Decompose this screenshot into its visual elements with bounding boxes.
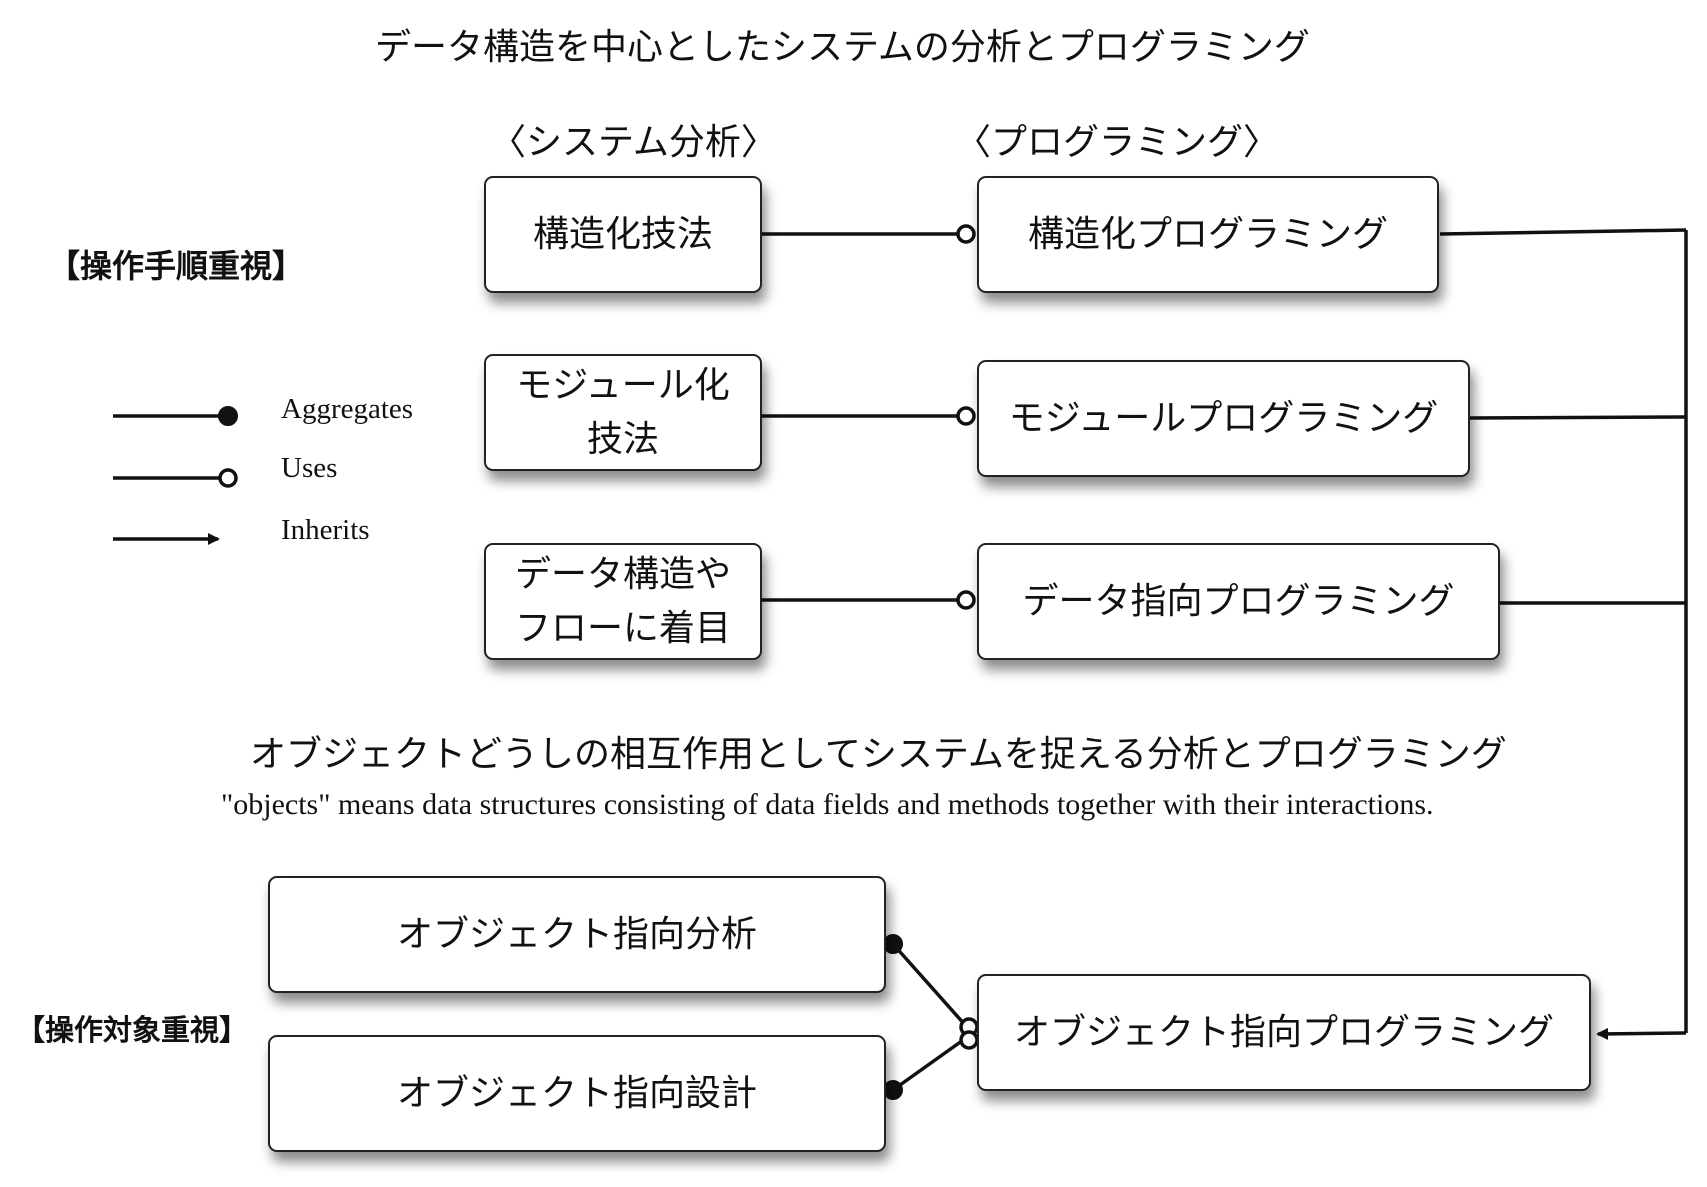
legend-aggregates-dot [218, 406, 238, 426]
diagram-title: データ構造を中心としたシステムの分析とプログラミング [375, 27, 1310, 68]
inherit-line-modular [1469, 415, 1687, 420]
oo-note: "objects" means data structures consisti… [221, 788, 1434, 821]
box-modular-technique: モジュール化 技法 [484, 354, 762, 471]
legend-aggregates-label: Aggregates [281, 393, 414, 425]
header-system-analysis: 〈システム分析〉 [490, 122, 777, 163]
aggregate-dot-design [883, 1080, 903, 1100]
box-modular-technique-text: モジュール化 技法 [516, 364, 730, 460]
legend-uses-circle [218, 468, 238, 488]
uses-end-data [956, 590, 976, 610]
uses-end-structured [956, 224, 976, 244]
box-data-flow-focus: データ構造や フローに着目 [484, 543, 762, 660]
uses-end-oo-lower [959, 1030, 979, 1050]
box-data-oriented-programming: データ指向プログラミング [977, 543, 1500, 660]
aggregate-line-design [891, 1036, 968, 1092]
label-object-focus: 【操作対象重視】 [16, 1013, 249, 1047]
aggregate-line-analysis [891, 942, 968, 1028]
box-modular-programming: モジュールプログラミング [977, 360, 1470, 477]
box-oo-programming-text: オブジェクト指向プログラミング [1013, 1011, 1554, 1053]
box-data-flow-focus-text: データ構造や フローに着目 [514, 553, 731, 649]
inherit-line-structured [1439, 228, 1687, 236]
box-structured-technique-text: 構造化技法 [532, 213, 713, 255]
legend-inherits-label: Inherits [281, 514, 370, 546]
box-structured-technique: 構造化技法 [484, 176, 762, 293]
box-oo-programming: オブジェクト指向プログラミング [977, 974, 1591, 1091]
box-modular-programming-text: モジュールプログラミング [1008, 397, 1439, 439]
aggregate-dot-analysis [883, 934, 903, 954]
box-oo-analysis-text: オブジェクト指向分析 [396, 913, 757, 955]
box-structured-programming: 構造化プログラミング [977, 176, 1439, 293]
box-data-oriented-programming-text: データ指向プログラミング [1022, 580, 1455, 622]
box-oo-analysis: オブジェクト指向分析 [268, 876, 886, 993]
oo-heading: オブジェクトどうしの相互作用としてシステムを捉える分析とプログラミング [250, 734, 1507, 775]
box-oo-design-text: オブジェクト指向設計 [396, 1072, 757, 1114]
header-programming: 〈プログラミング〉 [955, 122, 1280, 163]
box-structured-programming-text: 構造化プログラミング [1027, 213, 1388, 255]
box-oo-design: オブジェクト指向設計 [268, 1035, 886, 1152]
label-procedure-focus: 【操作手順重視】 [48, 247, 305, 285]
inherit-arrow-line [1596, 1027, 1687, 1040]
legend-uses-label: Uses [281, 452, 338, 484]
uses-end-modular [956, 406, 976, 426]
